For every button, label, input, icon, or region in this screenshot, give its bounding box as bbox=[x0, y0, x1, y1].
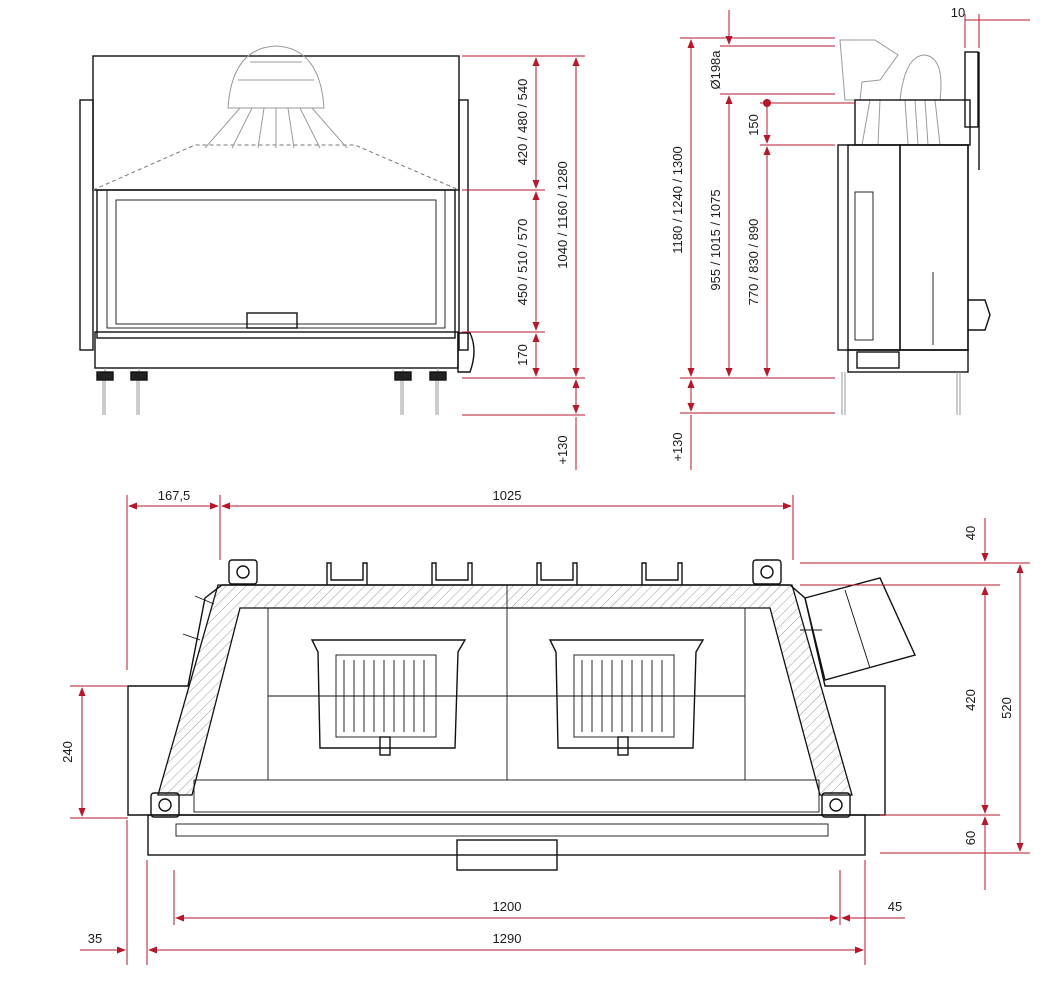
side-dim-150-label: 150 bbox=[746, 114, 761, 136]
front-extension-lines bbox=[462, 55, 585, 416]
plan-dim-40-label: 40 bbox=[963, 526, 978, 540]
plan-corner-fasteners bbox=[150, 559, 851, 818]
front-door-handle bbox=[246, 312, 298, 329]
front-foot-pads bbox=[96, 371, 447, 381]
side-view: 1180 / 1240 / 1300 +130 Ø198a 955 / 1015… bbox=[670, 5, 1030, 470]
front-dome-outline bbox=[227, 45, 325, 109]
side-dim-total-label: 1180 / 1240 / 1300 bbox=[670, 146, 685, 253]
side-150-dot bbox=[763, 99, 771, 107]
plan-floor-edge bbox=[193, 779, 820, 813]
front-dim-total-label: 1040 / 1160 / 1280 bbox=[555, 161, 570, 268]
plan-dim-420-label: 420 bbox=[963, 689, 978, 711]
front-collector-outline bbox=[92, 144, 460, 191]
side-dim-770-label: 770 / 830 / 890 bbox=[746, 219, 761, 306]
side-outlet-collar bbox=[839, 39, 899, 101]
plan-dim-240-label: 240 bbox=[60, 741, 75, 763]
plan-front-frame bbox=[147, 814, 866, 856]
front-door-inner-frame bbox=[106, 189, 446, 329]
side-dome bbox=[899, 54, 942, 101]
plan-grate-right bbox=[548, 639, 705, 756]
plan-top-brackets bbox=[326, 562, 683, 585]
front-view: 420 / 480 / 540 450 / 510 / 570 170 1040… bbox=[79, 45, 585, 470]
front-dim-opening-label: 450 / 510 / 570 bbox=[515, 219, 530, 306]
plan-left-brackets bbox=[182, 595, 215, 641]
plan-handle-box bbox=[456, 839, 558, 871]
side-dim-feet-label: +130 bbox=[670, 432, 685, 461]
side-base-box bbox=[856, 351, 900, 369]
plan-view: 167,5 1025 40 420 520 60 240 1200 45 35 … bbox=[60, 488, 1030, 965]
side-feet bbox=[841, 372, 961, 415]
plan-door-rail bbox=[175, 823, 829, 837]
front-air-inlet bbox=[457, 332, 475, 373]
front-dim-top-label: 420 / 480 / 540 bbox=[515, 79, 530, 166]
plan-firebox-walls bbox=[157, 584, 853, 796]
front-door-frame bbox=[96, 189, 456, 339]
side-collector bbox=[854, 99, 971, 146]
front-dim-feet-label: +130 bbox=[555, 435, 570, 464]
plan-dim-60-label: 60 bbox=[963, 831, 978, 845]
plan-outer-casing bbox=[127, 584, 886, 816]
plan-dim-35-label: 35 bbox=[88, 931, 102, 946]
front-glass-panel bbox=[115, 199, 437, 325]
plan-dim-520-label: 520 bbox=[999, 697, 1014, 719]
side-body bbox=[837, 144, 969, 351]
front-left-bracket bbox=[79, 99, 94, 351]
side-rear-panel bbox=[964, 51, 979, 128]
front-right-bracket bbox=[458, 99, 469, 351]
front-dome-ribs bbox=[204, 61, 348, 149]
plan-dim-167-label: 167,5 bbox=[158, 488, 191, 503]
plan-grate-left bbox=[310, 639, 467, 756]
front-feet bbox=[102, 368, 439, 415]
front-dim-base-label: 170 bbox=[515, 344, 530, 366]
side-dim-duct-label: 955 / 1015 / 1075 bbox=[708, 189, 723, 290]
side-base bbox=[847, 349, 969, 373]
plan-dim-1025-label: 1025 bbox=[493, 488, 522, 503]
side-door bbox=[847, 144, 901, 351]
side-extension-lines bbox=[680, 14, 1030, 414]
plan-side-outlet bbox=[800, 577, 916, 681]
side-air-connector bbox=[968, 299, 991, 331]
plan-extension-lines bbox=[70, 495, 1030, 965]
plan-dim-1200-label: 1200 bbox=[493, 899, 522, 914]
side-dim-outlet-label: Ø198a bbox=[708, 50, 723, 90]
side-dome-ribs bbox=[861, 99, 941, 146]
side-dim-width-top-label: 10 bbox=[951, 5, 965, 20]
plan-dim-1290-label: 1290 bbox=[493, 931, 522, 946]
plan-dim-45-label: 45 bbox=[888, 899, 902, 914]
side-chamber bbox=[899, 144, 969, 351]
side-glass bbox=[854, 191, 874, 341]
